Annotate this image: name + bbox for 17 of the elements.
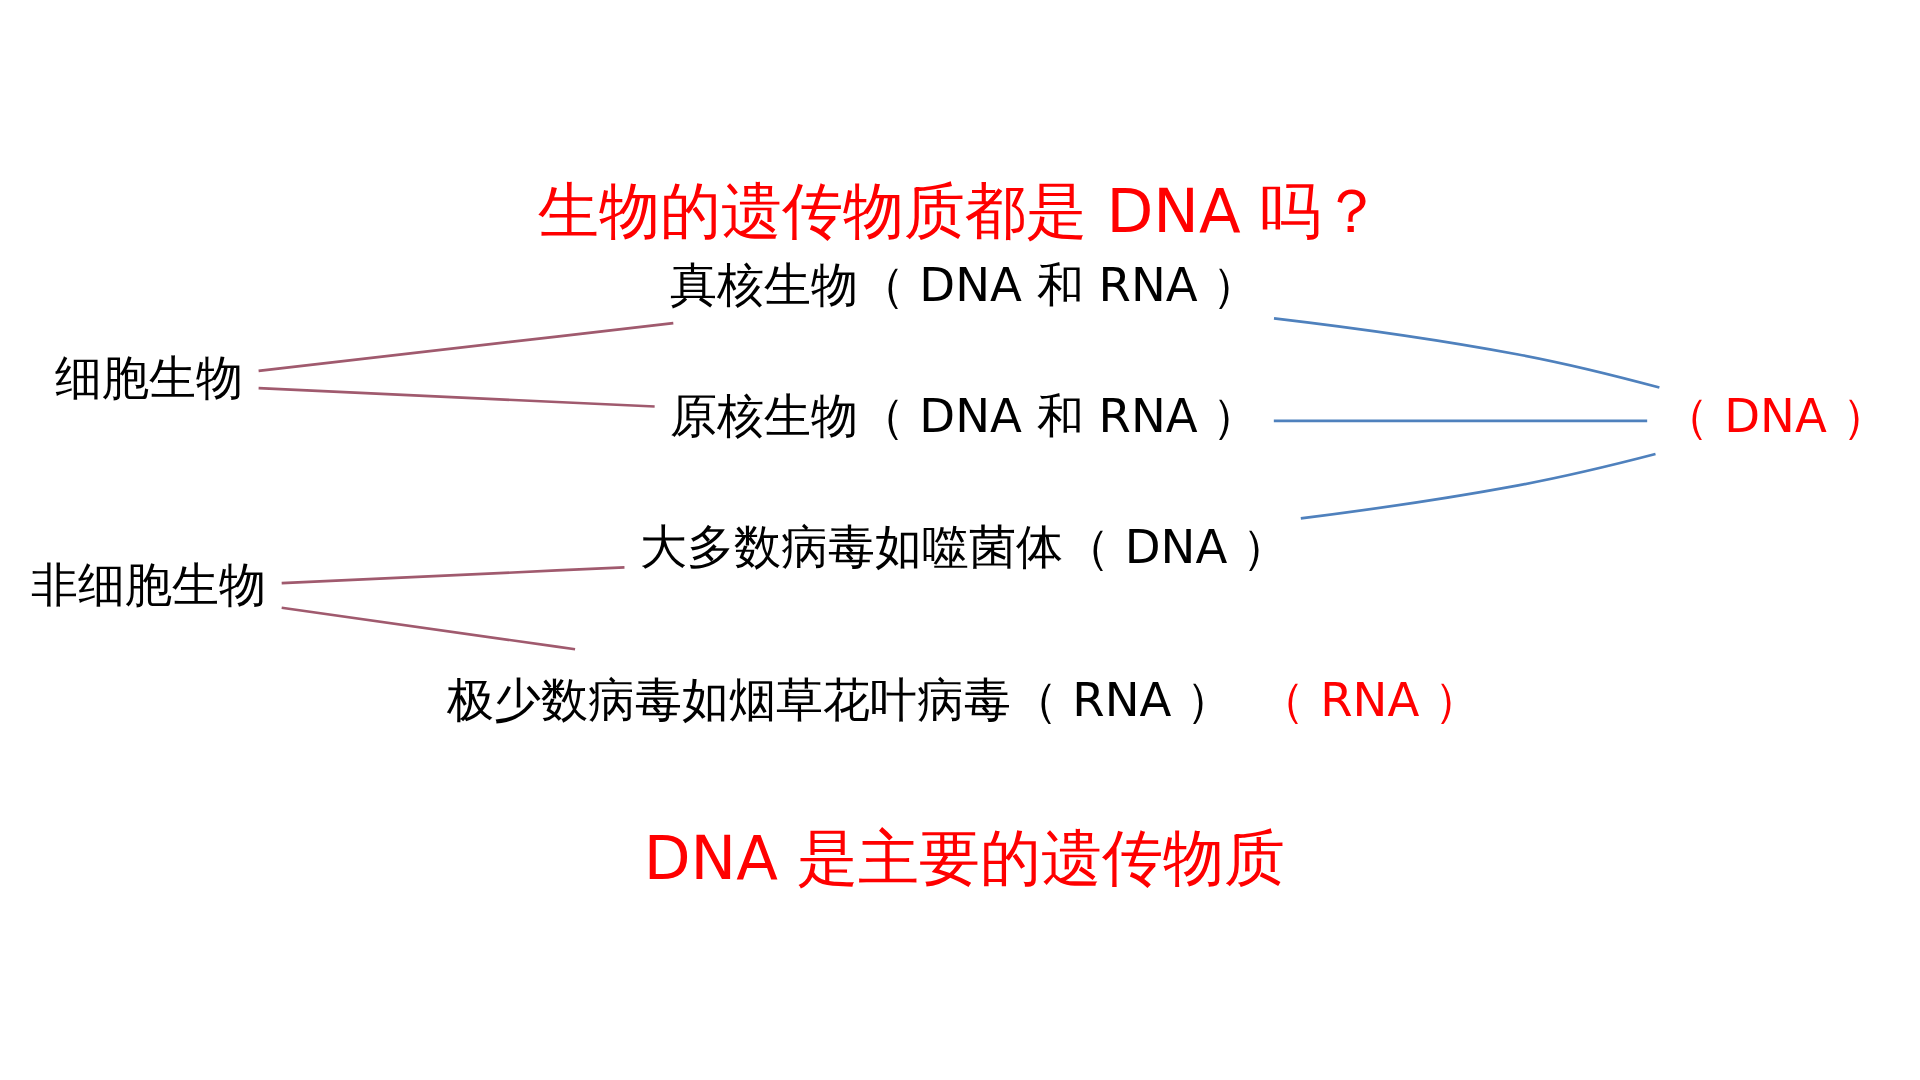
node-label: （ RNA ） bbox=[1258, 673, 1482, 728]
connector bbox=[258, 386, 655, 408]
node-text: 真核生物（ DNA 和 RNA ） bbox=[669, 258, 1260, 313]
connector bbox=[1273, 419, 1648, 423]
node-text: 原核生物（ DNA 和 RNA ） bbox=[669, 389, 1260, 444]
node-text: 细胞生物 bbox=[55, 351, 243, 406]
connector bbox=[1273, 317, 1660, 389]
connector bbox=[1300, 452, 1656, 520]
connector bbox=[281, 566, 625, 585]
node-text: （ DNA ） bbox=[1662, 389, 1889, 444]
diagram-title: 生物的遗传物质都是 DNA 吗？ bbox=[538, 175, 1382, 247]
node-text: 极少数病毒如烟草花叶病毒（ RNA ） bbox=[446, 673, 1234, 728]
caption: DNA 是主要的遗传物质 bbox=[643, 822, 1286, 894]
connector bbox=[258, 321, 674, 373]
node-text: 非细胞生物 bbox=[31, 557, 267, 612]
connector bbox=[281, 606, 576, 651]
node-text: 大多数病毒如噬菌体（ DNA ） bbox=[639, 519, 1290, 574]
